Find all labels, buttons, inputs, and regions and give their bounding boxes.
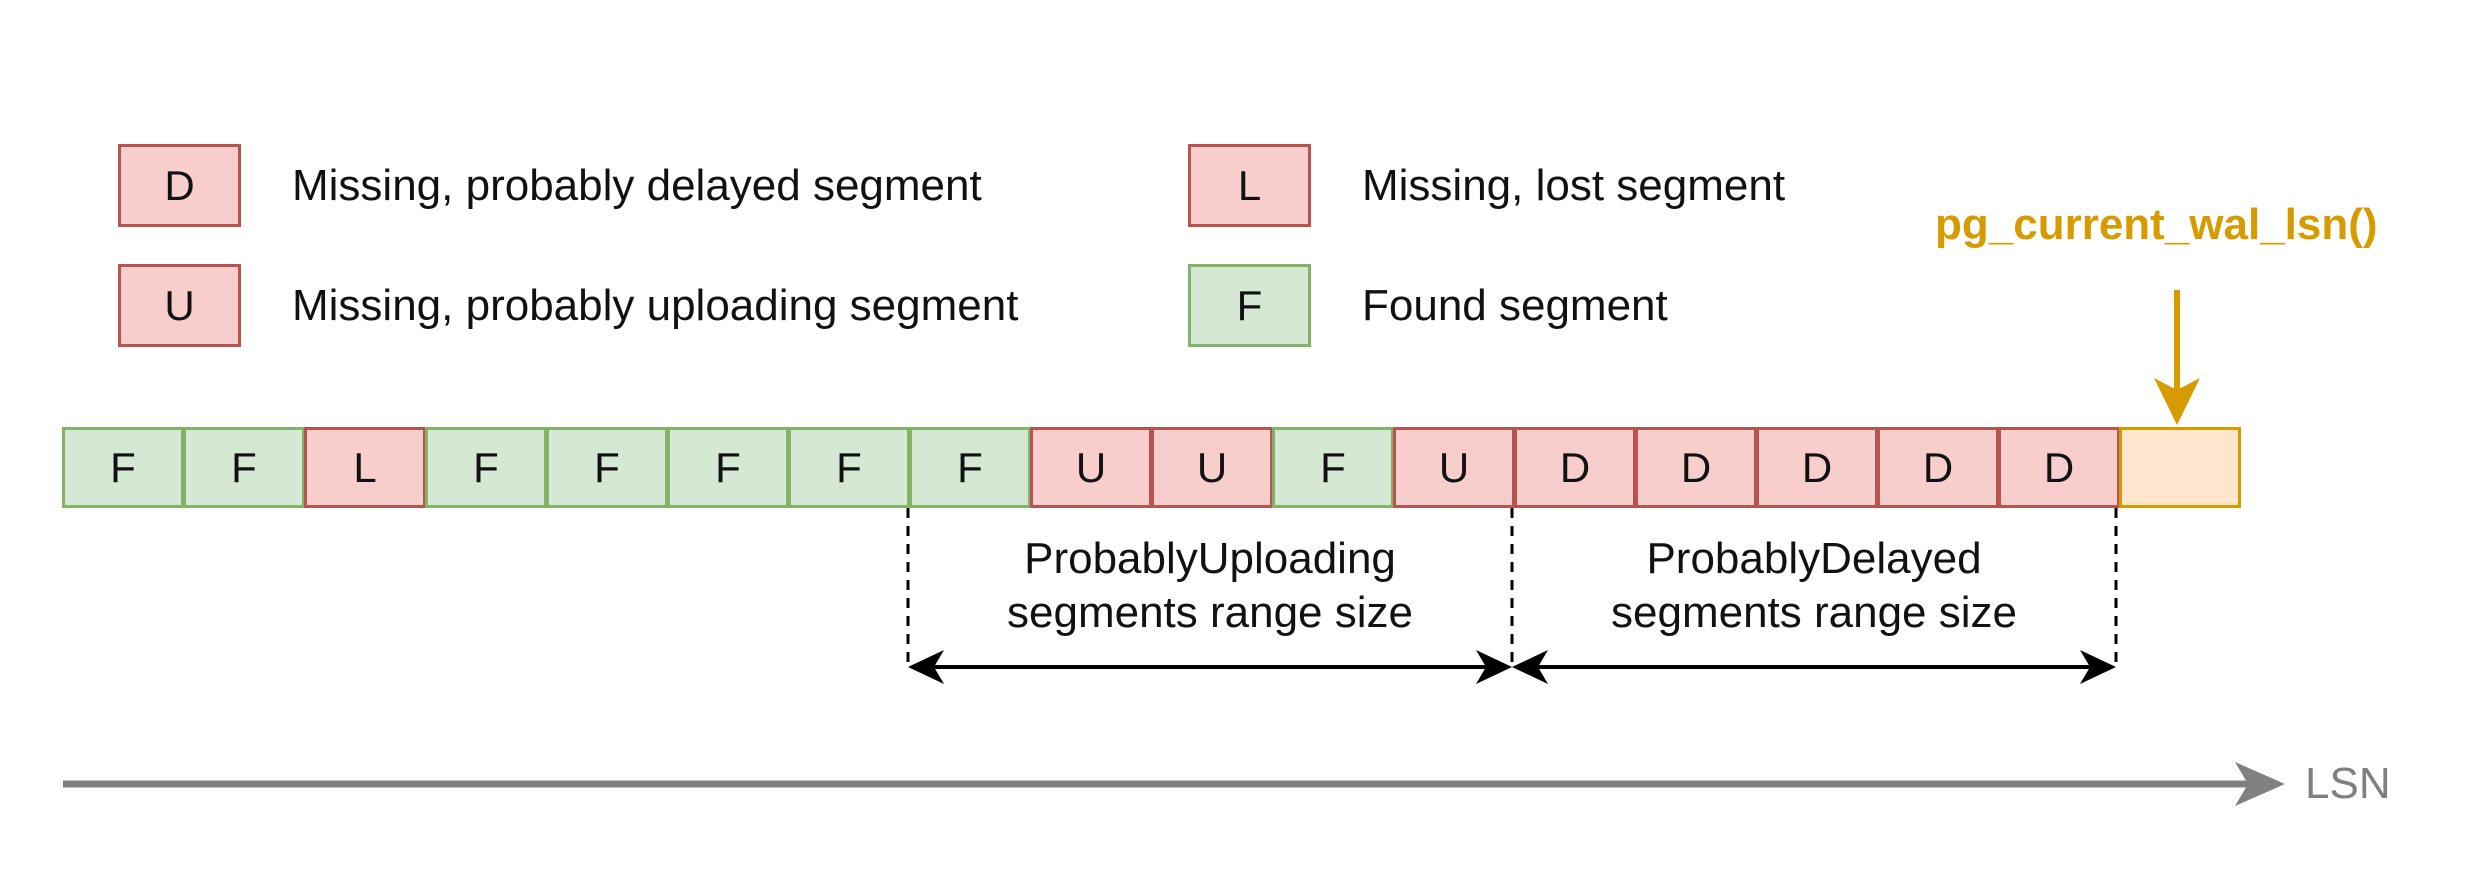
legend-key-found: F	[1188, 264, 1311, 347]
segment-cell: F	[788, 427, 910, 508]
legend-key-uploading: U	[118, 264, 241, 347]
segment-cell: D	[1877, 427, 1999, 508]
delayed-range-arrowhead-right	[2080, 650, 2116, 684]
legend-label-delayed: Missing, probably delayed segment	[292, 161, 982, 210]
legend-label-found: Found segment	[1362, 281, 1668, 330]
segment-cell: D	[1635, 427, 1757, 508]
segment-cell: F	[546, 427, 668, 508]
segment-cell: U	[1151, 427, 1273, 508]
uploading-range-arrowhead-right	[1476, 650, 1512, 684]
lsn-axis-arrowhead	[2235, 762, 2285, 806]
segment-cell: F	[183, 427, 305, 508]
segment-cell: L	[304, 427, 426, 508]
legend-key-delayed: D	[118, 144, 241, 227]
segment-cell: F	[62, 427, 184, 508]
current-lsn-label: pg_current_wal_lsn()	[1935, 200, 2378, 249]
legend-label-uploading: Missing, probably uploading segment	[292, 281, 1019, 330]
delayed-range-arrowhead-left	[1512, 650, 1548, 684]
uploading-range-arrowhead-left	[908, 650, 944, 684]
delayed-range-line2: segments range size	[1611, 588, 2017, 637]
legend-key-lost: L	[1188, 144, 1311, 227]
segment-cell: F	[667, 427, 789, 508]
segment-cell: U	[1030, 427, 1152, 508]
delayed-range-label: ProbablyDelayed segments range size	[1512, 532, 2116, 640]
segment-cell: D	[1514, 427, 1636, 508]
lsn-axis-label: LSN	[2305, 759, 2391, 808]
current-lsn-arrowhead	[2154, 378, 2200, 425]
segment-cell: F	[909, 427, 1031, 508]
delayed-range-line1: ProbablyDelayed	[1646, 534, 1982, 583]
uploading-range-label: ProbablyUploading segments range size	[908, 532, 1512, 640]
current-segment-cell	[2119, 427, 2241, 508]
segment-cell: D	[1998, 427, 2120, 508]
segment-cell: D	[1756, 427, 1878, 508]
segment-cell: U	[1393, 427, 1515, 508]
segment-cell: F	[425, 427, 547, 508]
legend-label-lost: Missing, lost segment	[1362, 161, 1786, 210]
segment-cell: F	[1272, 427, 1394, 508]
uploading-range-line2: segments range size	[1007, 588, 1413, 637]
uploading-range-line1: ProbablyUploading	[1024, 534, 1396, 583]
